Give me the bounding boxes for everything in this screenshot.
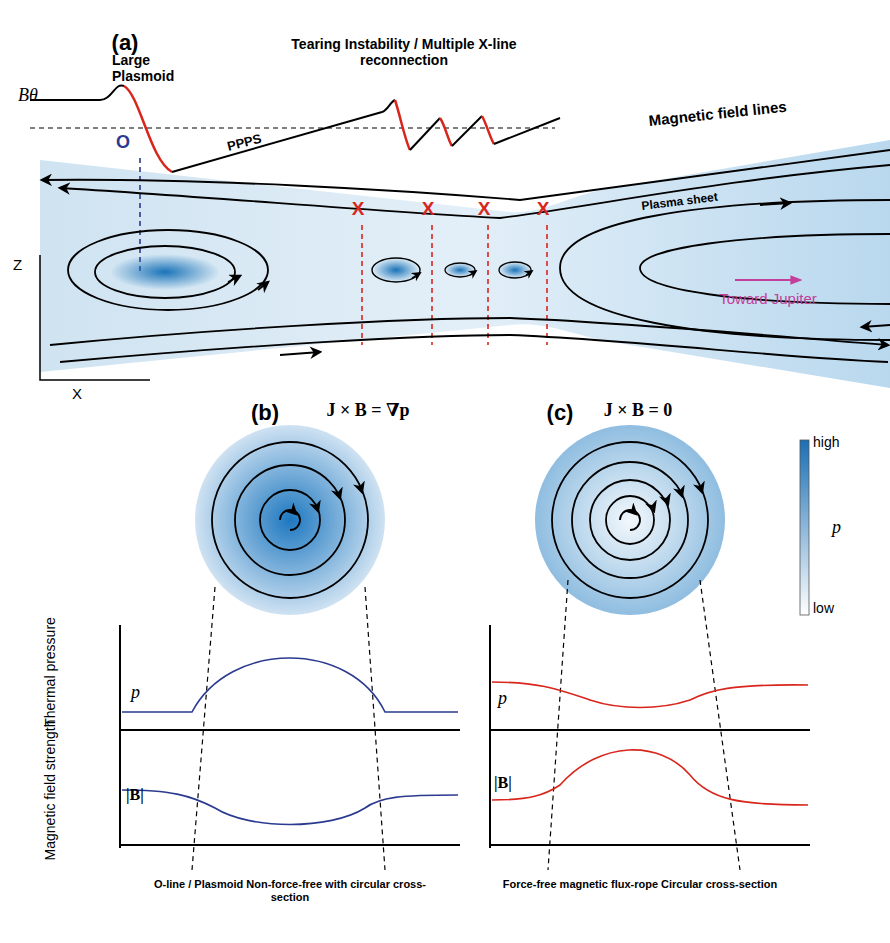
direction-label: Toward Jupiter (719, 290, 817, 307)
axis-label: Bθ (18, 85, 38, 106)
feature-label: Large Plasmoid (112, 52, 182, 84)
panel-letter: (c) (547, 400, 574, 425)
curve-label: p (131, 682, 140, 703)
panel-letter: (a) (112, 30, 139, 55)
x-line-label: X (422, 198, 435, 220)
axis-title: Thermal pressure (42, 617, 58, 727)
field-line-label: Magnetic field lines (648, 98, 787, 130)
x-line-label: X (352, 198, 365, 220)
curve-label: |B| (126, 786, 144, 804)
caption-label: Force-free magnetic flux-rope Circular c… (490, 878, 790, 891)
colorbar-label: p (832, 517, 841, 538)
colorbar-label: high (813, 434, 839, 450)
caption-label: O-line / Plasmoid Non-force-free with ci… (140, 878, 440, 903)
curve-label: |B| (494, 774, 512, 792)
feature-label: Tearing Instability / Multiple X-line re… (269, 36, 539, 68)
o-point-label: O (116, 132, 130, 153)
x-line-label: X (537, 198, 550, 220)
curve-label: p (498, 688, 507, 709)
axis-label: Z (13, 256, 22, 273)
axis-title: Magnetic field strength (42, 720, 58, 861)
equation: J × B = ∇p (326, 400, 409, 421)
axis-label: X (72, 385, 82, 402)
colorbar-label: low (813, 600, 834, 616)
x-line-label: X (478, 198, 491, 220)
panel-letter: (b) (251, 400, 279, 425)
equation: J × B = 0 (604, 400, 673, 421)
